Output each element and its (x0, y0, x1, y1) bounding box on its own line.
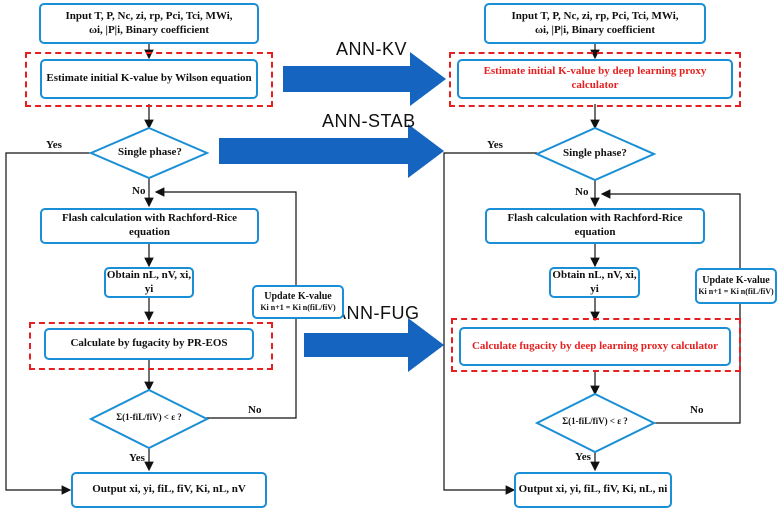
obtain-box-right: Obtain nL, nV, xi, yi (549, 267, 640, 298)
input-box-right: Input T, P, Nc, zi, rp, Pci, Tci, MWi, ω… (484, 3, 706, 44)
update-title-left: Update K-value (264, 290, 332, 302)
arrow-yes-to-output (5, 152, 91, 495)
ann-kv-arrow (283, 52, 446, 106)
update-formula-left: Ki n+1 = Ki n(fiL/fiV) (260, 303, 336, 313)
output-text-left: Output xi, yi, fiL, fiV, Ki, nL, nV (92, 483, 246, 496)
no-label-right-bottom: No (690, 404, 704, 416)
input-box-left: Input T, P, Nc, zi, rp, Pci, Tci, MWi, ω… (39, 3, 259, 44)
single-phase-label-right: Single phase? (563, 147, 627, 159)
input-line1-right: Input T, P, Nc, zi, rp, Pci, Tci, MWi, (511, 9, 679, 22)
input-line2-left: ωi, |P|i, Binary coefficient (88, 23, 210, 36)
converge-label-left: Σ(1-fiL/fiV) < ε ? (116, 412, 182, 422)
flash-text-left: Flash calculation with Rachford-Rice equ… (61, 212, 238, 238)
arrow-no-loop-back-right (600, 189, 741, 268)
ann-kv-label: ANN-KV (336, 39, 408, 59)
highlight-fug-left (29, 322, 273, 370)
output-box-left: Output xi, yi, fiL, fiV, Ki, nL, nV (71, 472, 267, 508)
fugacity-text-right: Calculate fugacity by deep learning prox… (471, 339, 719, 352)
no-label-right-top: No (575, 186, 589, 198)
yes-label-right-top: Yes (487, 139, 503, 151)
ann-stab-arrow (219, 124, 444, 178)
highlight-init-left (25, 52, 273, 107)
input-line2-right: ωi, |P|i, Binary coefficient (534, 23, 656, 36)
update-k-box-right: Update K-value Ki n+1 = Ki n(fiL/fiV) (695, 268, 777, 304)
ann-fug-arrow (304, 318, 444, 372)
obtain-text-left: Obtain nL, nV, xi, yi (106, 268, 192, 295)
yes-label-left-bottom: Yes (129, 452, 145, 464)
update-title-right: Update K-value (702, 274, 770, 286)
single-phase-diamond-left (88, 126, 210, 180)
init-k-box-right: Estimate initial K-value by deep learnin… (457, 59, 733, 99)
no-label-left-top: No (132, 185, 146, 197)
update-formula-right: Ki n+1 = Ki n(fiL/fiV) (698, 287, 774, 297)
convergence-diamond-left (88, 388, 210, 450)
output-box-right: Output xi, yi, fiL, fiV, Ki, nL, ni (514, 472, 672, 508)
obtain-box-left: Obtain nL, nV, xi, yi (104, 267, 194, 298)
single-phase-label-left: Single phase? (118, 146, 182, 158)
input-line1-left: Input T, P, Nc, zi, rp, Pci, Tci, MWi, (65, 9, 233, 22)
fugacity-box-right: Calculate fugacity by deep learning prox… (459, 327, 731, 366)
arrow-yes-to-output-right (443, 152, 537, 495)
ann-stab-label: ANN-STAB (322, 111, 416, 131)
yes-label-right-bottom: Yes (575, 451, 591, 463)
flash-box-left: Flash calculation with Rachford-Rice equ… (40, 208, 259, 244)
init-k-box-left: Estimate initial K-value by Wilson equat… (40, 59, 258, 99)
yes-label-left-top: Yes (46, 139, 62, 151)
update-k-box-left: Update K-value Ki n+1 = Ki n(fiL/fiV) (252, 285, 344, 319)
arrow-no-loop-up (206, 313, 297, 419)
highlight-fug-right (451, 318, 741, 372)
flash-text-right: Flash calculation with Rachford-Rice equ… (507, 212, 683, 238)
convergence-diamond-right (534, 392, 657, 454)
highlight-init-right (449, 52, 741, 107)
obtain-text-right: Obtain nL, nV, xi, yi (552, 268, 637, 295)
fugacity-text-left: Calculate by fugacity by PR-EOS (70, 337, 228, 350)
converge-label-right: Σ(1-fiL/fiV) < ε ? (562, 416, 628, 426)
single-phase-diamond-right (534, 126, 657, 182)
flash-box-right: Flash calculation with Rachford-Rice equ… (485, 208, 705, 244)
fugacity-box-left: Calculate by fugacity by PR-EOS (44, 328, 254, 360)
output-text-right: Output xi, yi, fiL, fiV, Ki, nL, ni (518, 483, 668, 496)
init-k-text-right: Estimate initial K-value by deep learnin… (483, 65, 707, 91)
init-k-text-left: Estimate initial K-value by Wilson equat… (46, 72, 252, 85)
arrow-no-loop-back (154, 187, 297, 286)
ann-fug-label: ANN-FUG (334, 303, 420, 323)
no-label-left-bottom: No (248, 404, 262, 416)
